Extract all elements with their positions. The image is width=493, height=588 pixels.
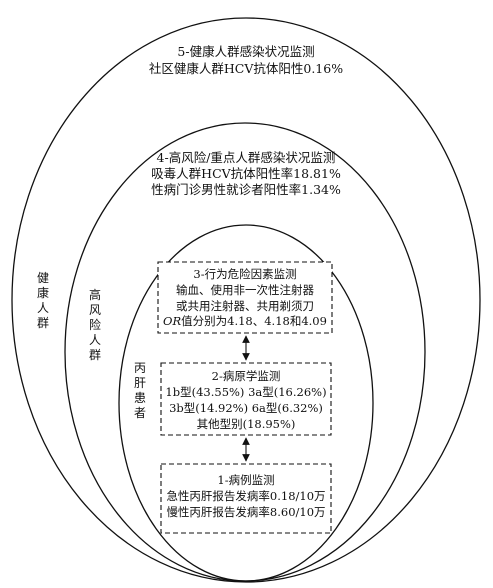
healthy-side-char: 群 bbox=[36, 316, 49, 330]
or-label: OR bbox=[163, 314, 182, 328]
healthy-side-char: 人 bbox=[36, 301, 49, 315]
high-risk-side-char: 人 bbox=[88, 333, 101, 347]
healthy-side-label: 健 康 人 群 bbox=[36, 271, 50, 331]
etiology-line-1: 1b型(43.55%) 3a型(16.26%) bbox=[165, 385, 327, 399]
healthy-title: 5-健康人群感染状况监测 bbox=[177, 44, 315, 59]
healthy-line-1: 社区健康人群HCV抗体阳性0.16% bbox=[148, 61, 344, 76]
high-risk-side-char: 高 bbox=[88, 288, 101, 302]
patients-side-label: 丙 肝 患 者 bbox=[133, 361, 147, 421]
cases-box bbox=[160, 463, 332, 534]
patients-side-char: 患 bbox=[133, 391, 146, 405]
etiology-line-3: 其他型别(18.95%) bbox=[196, 417, 296, 431]
patients-ellipse bbox=[118, 224, 374, 582]
behavior-line-3: OR值分别为4.18、4.18和4.09 bbox=[158, 313, 332, 329]
high-risk-title: 4-高风险/重点人群感染状况监测 bbox=[156, 150, 336, 165]
healthy-side-char: 健 bbox=[36, 271, 49, 285]
high-risk-side-char: 群 bbox=[88, 348, 101, 362]
behavior-line-2: 或共用注射器、共用剃须刀 bbox=[176, 299, 314, 313]
patients-side-char: 者 bbox=[133, 406, 146, 420]
cases-line-2: 慢性丙肝报告发病率8.60/10万 bbox=[166, 505, 326, 519]
high-risk-line-2: 性病门诊男性就诊者阳性率1.34% bbox=[151, 182, 341, 197]
cases-title: 1-病例监测 bbox=[217, 473, 275, 487]
or-values: 值分别为4.18、4.18和4.09 bbox=[181, 314, 327, 328]
cases-line-1: 急性丙肝报告发病率0.18/10万 bbox=[166, 489, 326, 503]
behavior-box bbox=[157, 261, 333, 334]
high-risk-side-label: 高 风 险 人 群 bbox=[88, 288, 102, 363]
healthy-side-char: 康 bbox=[36, 286, 49, 300]
behavior-title: 3-行为危险因素监测 bbox=[193, 267, 297, 281]
high-risk-side-char: 风 bbox=[88, 303, 101, 317]
high-risk-side-char: 险 bbox=[88, 318, 101, 332]
patients-side-char: 丙 bbox=[133, 361, 146, 375]
etiology-box bbox=[160, 362, 332, 436]
patients-side-char: 肝 bbox=[133, 376, 146, 390]
etiology-line-2: 3b型(14.92%) 6a型(6.32%) bbox=[169, 401, 323, 415]
behavior-line-1: 输血、使用非一次性注射器 bbox=[176, 283, 314, 297]
healthy-population-ellipse bbox=[11, 17, 481, 583]
high-risk-line-1: 吸毒人群HCV抗体阳性率18.81% bbox=[151, 166, 341, 181]
etiology-title: 2-病原学监测 bbox=[211, 369, 281, 383]
